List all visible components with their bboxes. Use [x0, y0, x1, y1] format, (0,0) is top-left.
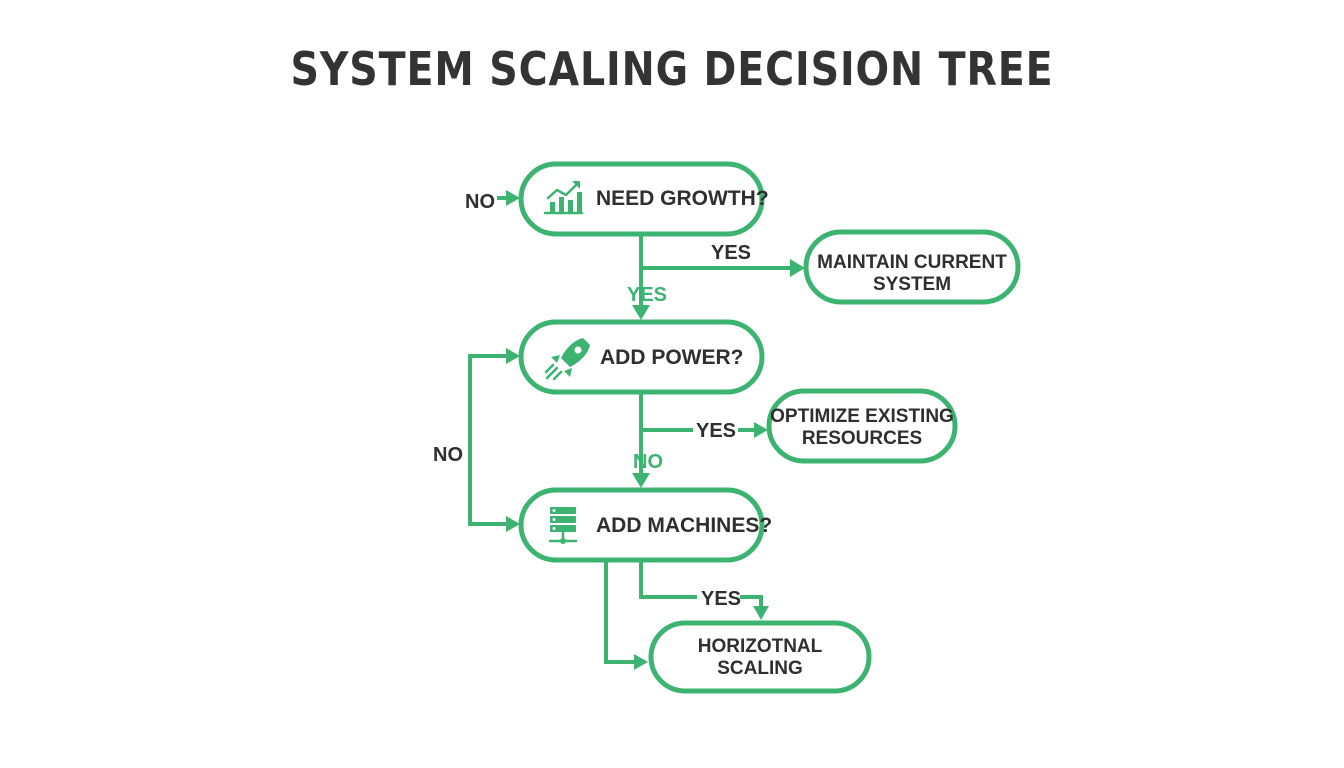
connector-no-loop — [468, 354, 510, 526]
node-maintain-line1: MAINTAIN CURRENT — [817, 252, 1007, 273]
arrowhead — [632, 305, 650, 320]
node-horizontal-scaling: HORIZOTNAL SCALING — [648, 620, 872, 694]
node-horizontal-line1: HORIZOTNAL — [698, 636, 823, 657]
connector-machines-yes-b — [740, 595, 763, 610]
node-need-growth-label: NEED GROWTH? — [596, 187, 769, 210]
edge-label-growth-to-maintain: YES — [711, 242, 751, 264]
node-need-growth: NEED GROWTH? — [518, 161, 769, 237]
server-rack-icon — [548, 507, 578, 544]
node-horizontal-line2: SCALING — [717, 658, 803, 679]
arrowhead — [634, 654, 648, 670]
node-optimize-existing-resources: OPTIMIZE EXISTING RESOURCES — [766, 388, 958, 464]
edge-label-loop-no: NO — [433, 444, 463, 466]
node-maintain-line2: SYSTEM — [873, 274, 951, 295]
node-add-machines: ADD MACHINES? — [518, 487, 772, 563]
edge-label-power-to-machines: NO — [633, 451, 663, 473]
arrowhead — [754, 422, 768, 438]
node-add-machines-label: ADD MACHINES? — [596, 514, 772, 537]
page-title: SYSTEM SCALING DECISION TREE — [290, 42, 1054, 96]
connector-machines-yes-a — [639, 560, 697, 599]
arrowhead — [790, 259, 805, 277]
node-add-power: ADD POWER? — [518, 319, 765, 395]
node-maintain-current-system: MAINTAIN CURRENT SYSTEM — [803, 229, 1021, 305]
edge-label-growth-to-power: YES — [627, 284, 667, 306]
node-optimize-line1: OPTIMIZE EXISTING — [770, 406, 954, 427]
edge-label-machines-to-horizontal: YES — [701, 588, 741, 610]
arrowhead — [506, 516, 520, 532]
arrowhead — [506, 190, 520, 206]
connector-machines-left — [604, 560, 638, 664]
edge-label-power-to-optimize: YES — [696, 420, 736, 442]
rocket-icon — [544, 338, 590, 381]
arrowhead — [632, 473, 650, 488]
node-add-power-label: ADD POWER? — [600, 346, 744, 369]
growth-chart-icon — [543, 181, 584, 215]
node-optimize-line2: RESOURCES — [802, 428, 922, 449]
edge-label-no-into-growth: NO — [465, 191, 495, 213]
arrowhead — [506, 348, 520, 364]
arrowhead — [753, 606, 769, 620]
